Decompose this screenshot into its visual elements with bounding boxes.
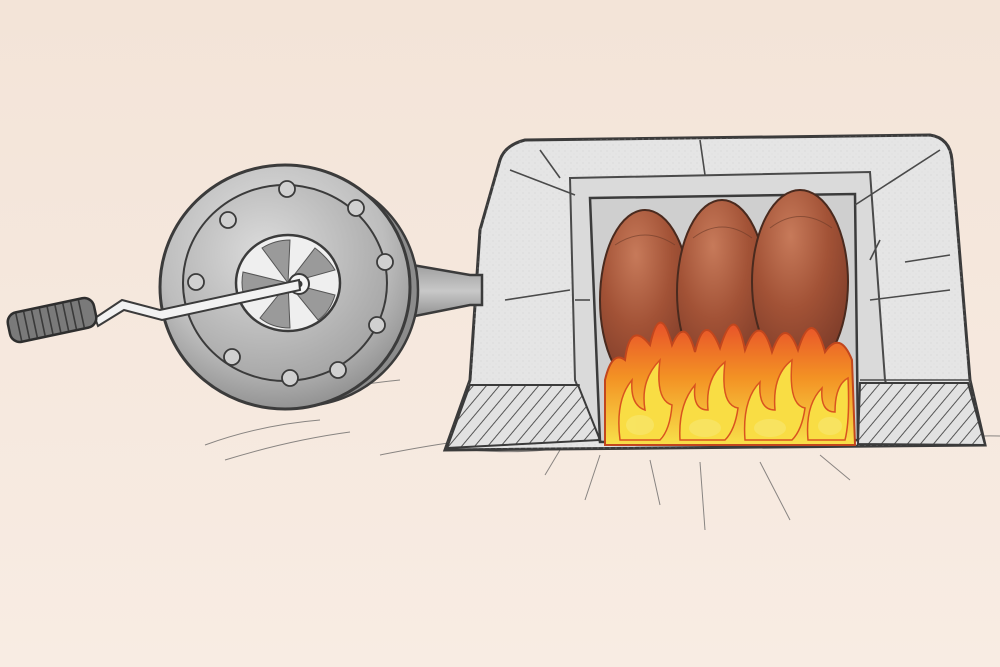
furnace-base-left xyxy=(445,384,602,450)
flange-bolts xyxy=(187,180,394,387)
hand-crank-icon xyxy=(6,278,302,344)
crank-arm xyxy=(93,278,302,328)
blower-fan-icon xyxy=(158,163,420,411)
furnace-base-right xyxy=(856,382,987,447)
fire-icon xyxy=(604,321,857,446)
crank-handle xyxy=(6,296,98,344)
